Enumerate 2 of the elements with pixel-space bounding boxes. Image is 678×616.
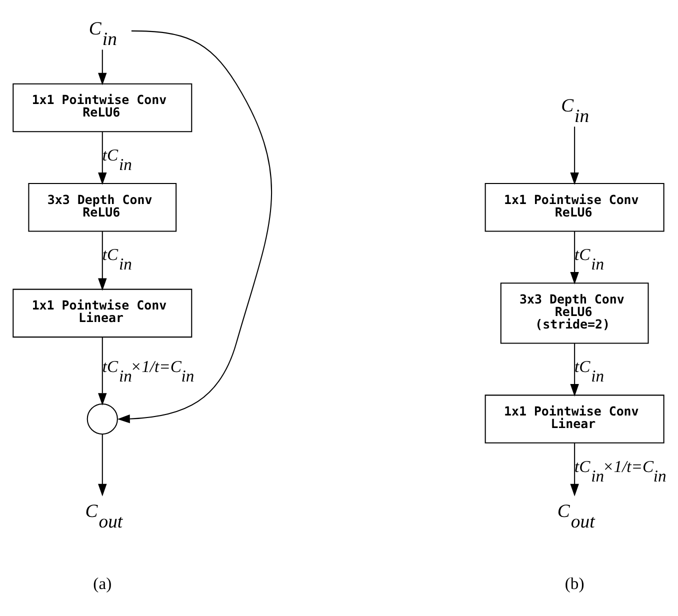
label: (b) bbox=[564, 574, 584, 594]
label: (a) bbox=[93, 574, 112, 594]
